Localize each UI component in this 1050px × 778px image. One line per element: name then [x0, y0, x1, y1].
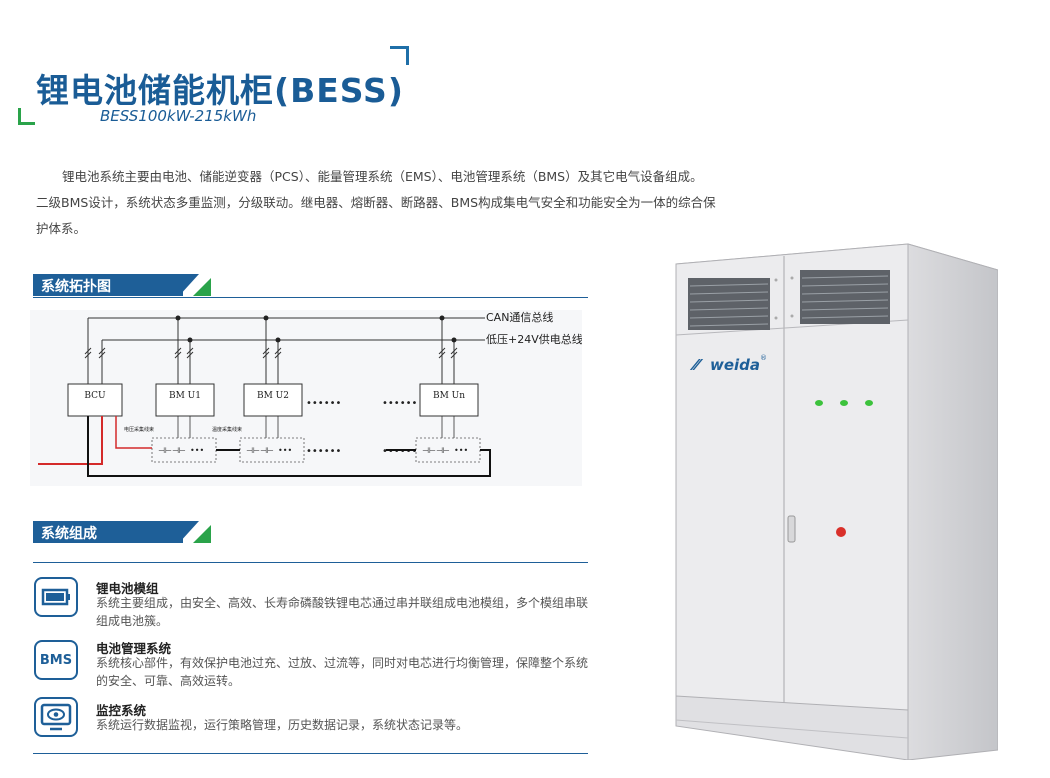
dots-before-bmun: ••••••: [382, 398, 417, 409]
svg-text:⊣⊢⊣⊢: ⊣⊢⊣⊢: [158, 446, 186, 455]
intro-line-2: 二级BMS设计，系统状态多重监测，分级联动。继电器、熔断器、断路器、BMS构成集…: [36, 195, 716, 210]
temp-harness-label: 温度采集线束: [212, 426, 242, 433]
svg-text:⊣⊢⊣⊢: ⊣⊢⊣⊢: [246, 446, 274, 455]
cabinet-brand-logo: weida: [710, 356, 760, 374]
can-bus-label: CAN通信总线: [486, 310, 553, 324]
bcu-box: [67, 383, 123, 417]
intro-line-1: 锂电池系统主要由电池、储能逆变器（PCS）、能量管理系统（EMS）、电池管理系统…: [62, 169, 703, 184]
bmun-label: BM Un: [433, 391, 465, 401]
intro-line-3: 护体系。: [36, 221, 87, 236]
cabinet-brand-reg: ®: [760, 354, 767, 362]
pack2-dots: •••: [278, 446, 292, 455]
emergency-stop-button: [836, 527, 846, 537]
section-header-composition: 系统组成: [33, 521, 211, 543]
item-title-monitoring: 监控系统: [96, 703, 147, 718]
corner-bracket-top-right: [390, 46, 409, 65]
section-divider-composition: [33, 562, 588, 563]
pack1-dots: •••: [190, 446, 204, 455]
pack-dots-before-n: ••••••: [382, 446, 417, 457]
bottom-divider: [33, 753, 588, 754]
bmu1-label: BM U1: [169, 391, 201, 401]
bmu2-label: BM U2: [257, 391, 289, 401]
item-desc-battery-module: 系统主要组成，由安全、高效、长寿命磷酸铁锂电芯通过串并联组成电池模组，多个模组串…: [96, 596, 589, 628]
section-label-composition: 系统组成: [41, 526, 97, 542]
voltage-harness-label: 电压采集线束: [124, 426, 154, 433]
bms-icon: BMS: [34, 640, 78, 680]
door-handle: [787, 515, 796, 543]
status-led-group: [815, 400, 873, 406]
corner-bracket-bottom-left: [18, 108, 35, 125]
item-desc-monitoring: 系统运行数据监视，运行策略管理，历史数据记录，系统状态记录等。: [96, 718, 469, 732]
battery-icon: [34, 577, 78, 617]
packn-dots: •••: [454, 446, 468, 455]
bmun-box: [419, 383, 479, 417]
pack-dots-between: ••••••: [306, 446, 341, 457]
cabinet-illustration: ⁄⁄ weida ®: [675, 243, 998, 760]
topology-diagram: CAN通信总线 低压+24V供电总线 BCU BM U1 BM U2 BM Un…: [38, 310, 582, 477]
section-header-topology: 系统拓扑图: [33, 274, 211, 296]
page-subtitle: BESS100kW-215kWh: [100, 107, 257, 125]
bmu1-box: [155, 383, 215, 417]
power-bus-label: 低压+24V供电总线: [486, 332, 582, 346]
monitor-eye-icon: [34, 697, 78, 737]
item-desc-bms: 系统核心部件，有效保护电池过充、过放、过流等，同时对电芯进行均衡管理，保障整个系…: [96, 656, 589, 688]
section-label-topology: 系统拓扑图: [41, 279, 111, 295]
svg-text:⊣⊢⊣⊢: ⊣⊢⊣⊢: [422, 446, 450, 455]
bms-icon-text: BMS: [39, 652, 73, 668]
bcu-label: BCU: [84, 391, 106, 401]
item-title-battery-module: 锂电池模组: [96, 581, 159, 596]
dots-between-bmu: ••••••: [306, 398, 341, 409]
item-title-bms: 电池管理系统: [96, 641, 172, 656]
page-title: 锂电池储能机柜(BESS): [36, 71, 404, 110]
bmu2-box: [243, 383, 303, 417]
intro-paragraph: 锂电池系统主要由电池、储能逆变器（PCS）、能量管理系统（EMS）、电池管理系统…: [36, 164, 726, 242]
section-divider-topology: [33, 297, 588, 298]
